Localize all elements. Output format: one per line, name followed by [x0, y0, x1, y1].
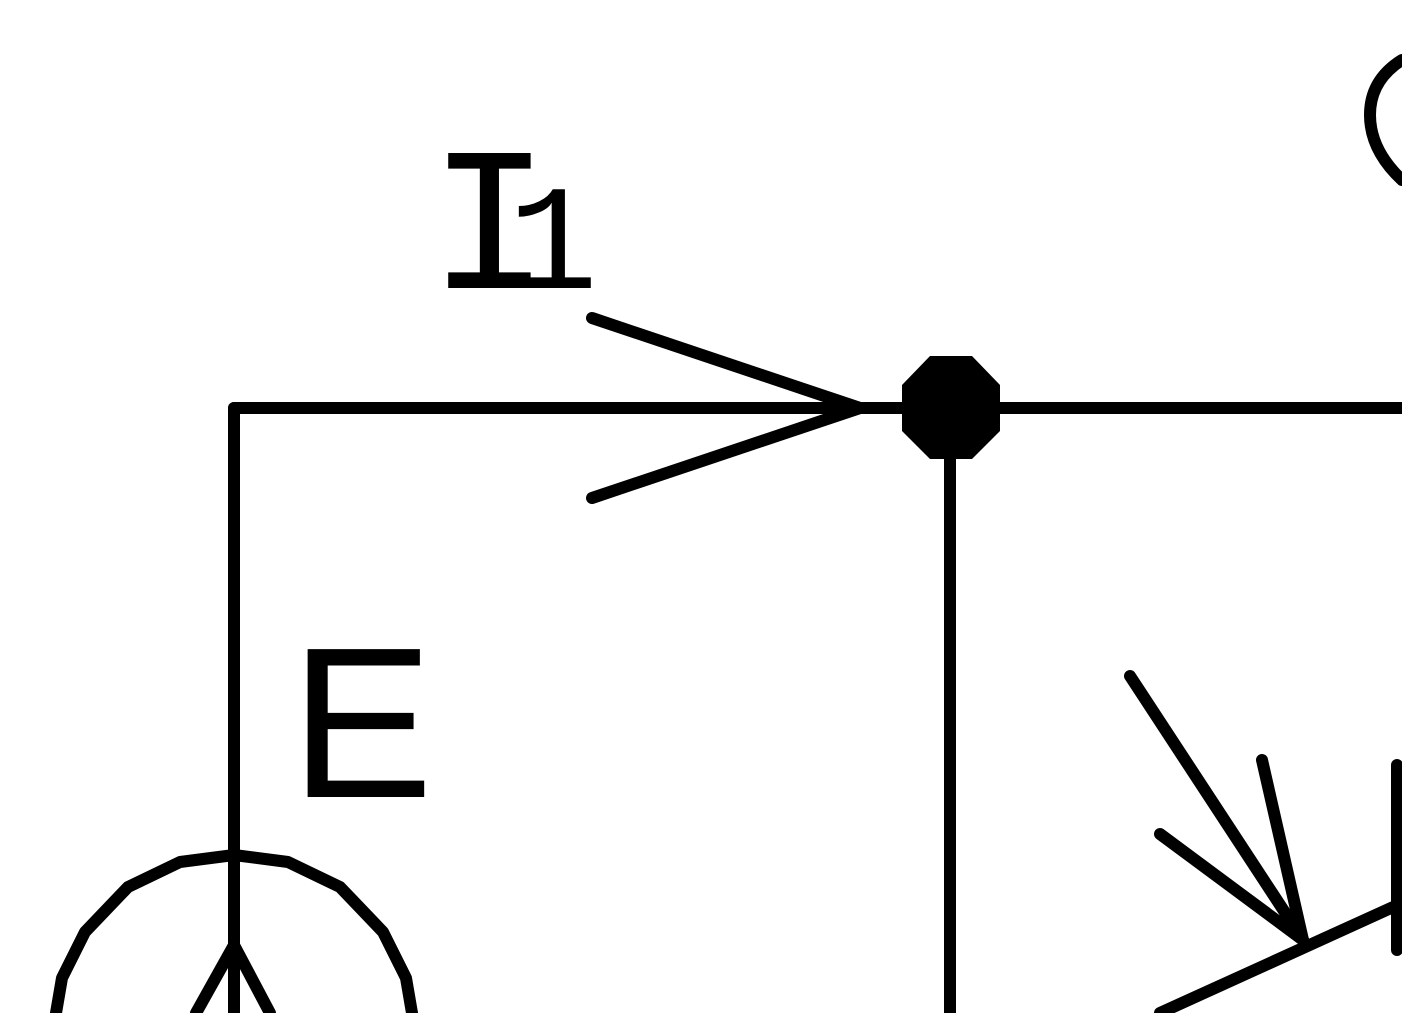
- light-arrowhead-side-a: [1256, 754, 1309, 946]
- current-label-main: I: [428, 117, 551, 350]
- transistor-lead: [1154, 897, 1402, 1013]
- junction-node-icon: [902, 356, 1000, 459]
- current-arrow-icon: [586, 312, 866, 504]
- light-arrowhead-side-b: [1154, 828, 1309, 946]
- light-arrow-long-icon: [1124, 670, 1309, 946]
- current-label-subscript: 1: [508, 164, 598, 334]
- clipped-label-fragment: [1364, 54, 1402, 186]
- voltage-source-circle-icon: [50, 849, 418, 1013]
- source-label: E: [290, 602, 433, 843]
